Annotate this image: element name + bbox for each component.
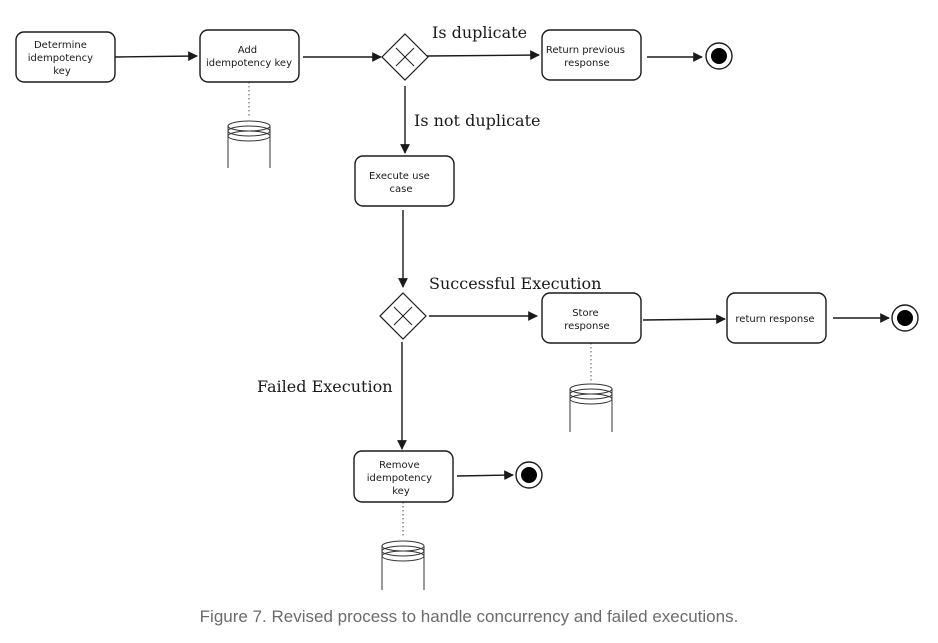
edge-label-is-not-duplicate: Is not duplicate bbox=[414, 111, 541, 130]
edge-remove-to-end-3 bbox=[456, 470, 514, 481]
node-execute-use-case-label: Execute use case bbox=[369, 171, 433, 195]
figure-caption: Figure 7. Revised process to handle conc… bbox=[199, 607, 739, 626]
edge-label-is-duplicate: Is duplicate bbox=[432, 23, 527, 42]
node-store-response-label: Store response bbox=[564, 308, 609, 332]
node-return-response bbox=[726, 292, 827, 344]
node-add-key bbox=[199, 29, 300, 83]
node-return-previous bbox=[541, 29, 642, 81]
database-remove-key bbox=[381, 540, 425, 590]
node-remove-key-label: Remove idempotency key bbox=[367, 460, 436, 497]
edge-duplicate-to-return-previous bbox=[426, 50, 540, 60]
node-store-response bbox=[541, 292, 642, 344]
node-add-key-label: Add idempotency key bbox=[206, 45, 292, 69]
node-execute-use-case bbox=[354, 155, 455, 207]
edge-store-to-return-response bbox=[642, 314, 726, 325]
node-return-previous-label: Return previous response bbox=[546, 45, 628, 69]
node-remove-key bbox=[353, 450, 454, 503]
decision-duplicate-check bbox=[381, 33, 429, 81]
decision-execution-result bbox=[379, 292, 427, 340]
node-determine-key bbox=[15, 31, 116, 83]
node-return-response-label: return response bbox=[735, 314, 814, 325]
edge-label-failed-execution: Failed Execution bbox=[257, 377, 393, 396]
end-state-2 bbox=[891, 304, 919, 332]
node-determine-key-label: Determine idempotency key bbox=[28, 40, 97, 77]
end-state-1 bbox=[705, 42, 733, 70]
database-store-response bbox=[569, 383, 613, 432]
end-state-3 bbox=[515, 461, 543, 489]
edge-determine-to-add bbox=[114, 51, 198, 62]
edge-label-successful-execution: Successful Execution bbox=[429, 274, 601, 293]
database-add-key bbox=[227, 120, 271, 168]
